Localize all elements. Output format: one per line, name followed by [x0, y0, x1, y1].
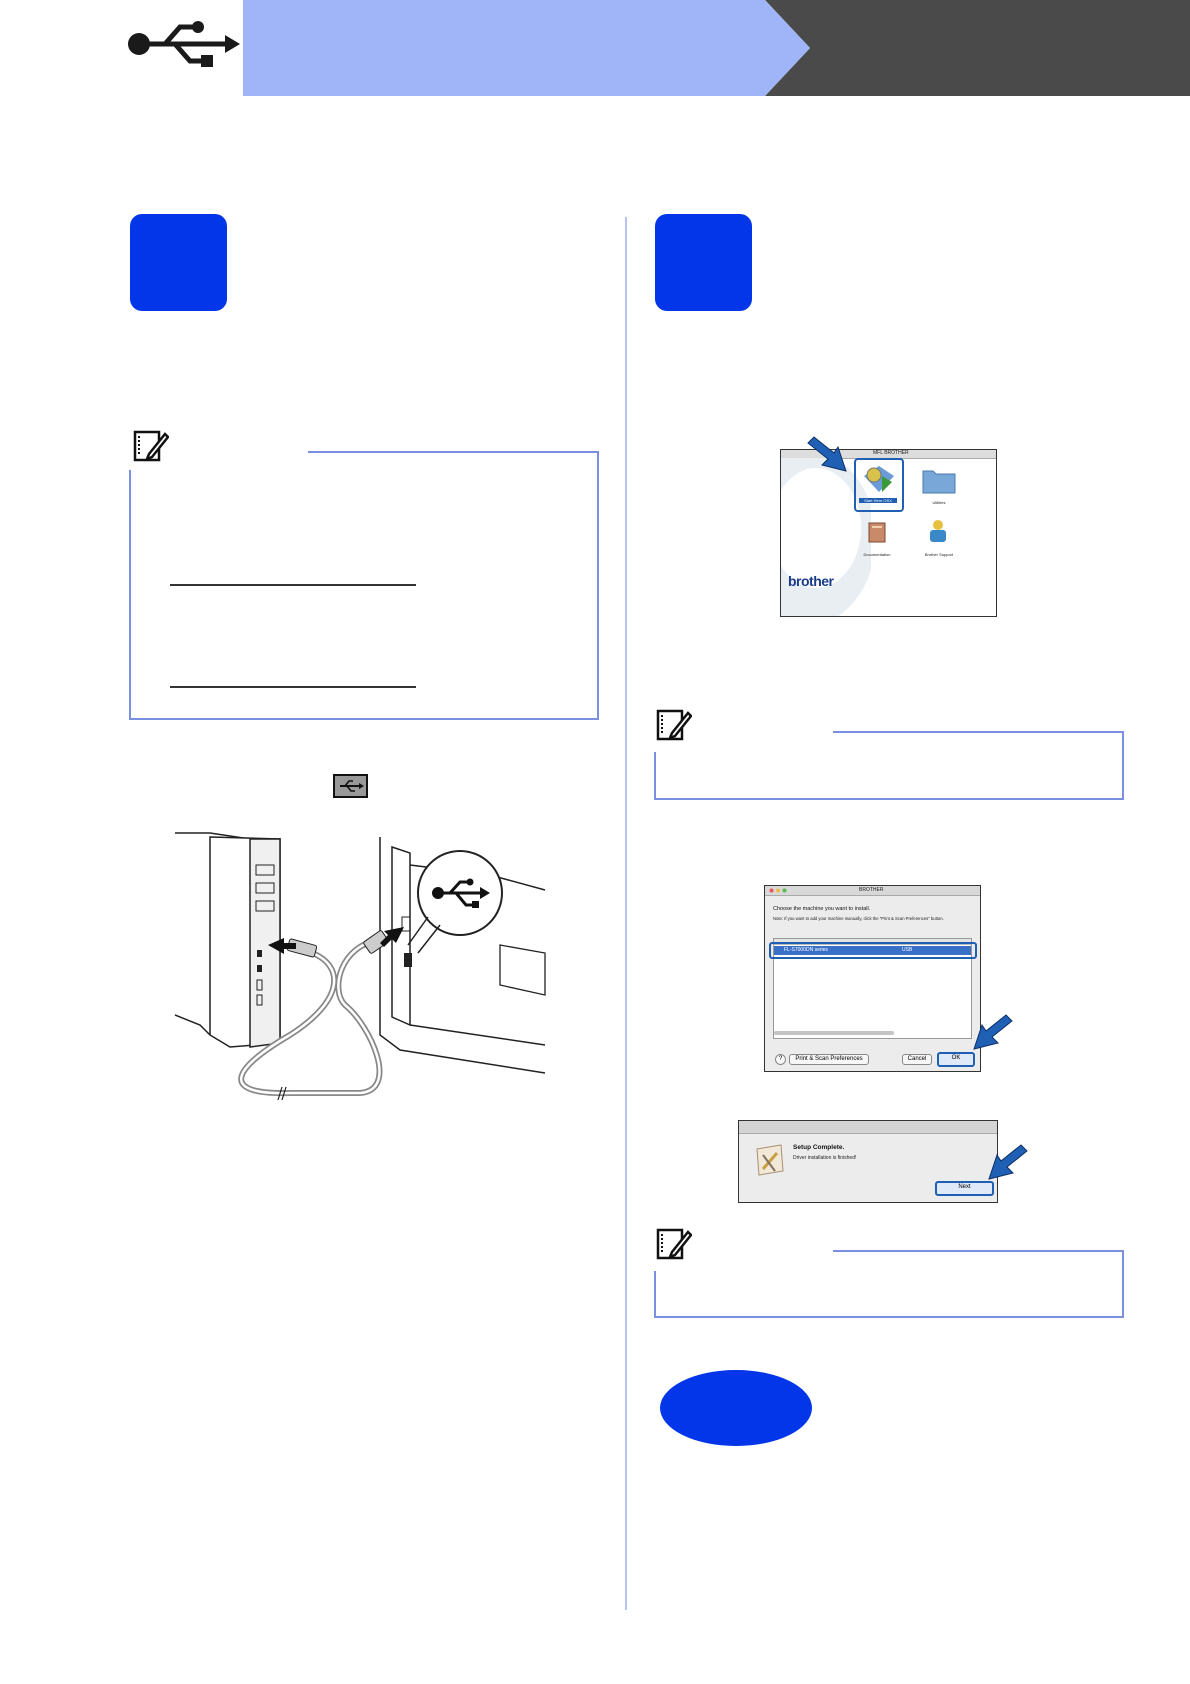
dialog-title: BROTHER [859, 887, 884, 893]
traffic-lights [769, 888, 787, 893]
usb-cable-illustration [174, 832, 546, 1101]
help-button[interactable]: ? [775, 1054, 786, 1065]
dialog-note: Note: If you want to add your machine ma… [773, 916, 944, 921]
ok-button[interactable]: OK [937, 1052, 975, 1067]
installer-gear-icon [864, 466, 894, 492]
brother-support-icon [930, 520, 946, 542]
utilities-label: Utilities [932, 500, 946, 505]
traffic-lights [785, 452, 803, 465]
brother-support-label: Brother Support [924, 552, 954, 557]
arrow-next [988, 1144, 1028, 1180]
note-underline-1 [170, 584, 416, 586]
note-box-left-right-edge [597, 451, 599, 471]
usb-port-icon [333, 774, 368, 798]
list-scrollbar[interactable] [774, 1031, 894, 1035]
machine-row-selected[interactable]: FL-S7000DN series USB [774, 946, 971, 955]
note-pencil-icon [656, 1228, 692, 1260]
cancel-button[interactable]: Cancel [902, 1054, 932, 1065]
note-box-left [129, 470, 599, 720]
dialog-heading: Choose the machine you want to install. [773, 906, 871, 912]
machine-row-name: FL-S7000DN series [784, 947, 828, 953]
machine-row-highlight [769, 942, 977, 959]
select-machine-dialog: BROTHER Choose the machine you want to i… [764, 885, 981, 1072]
step-box-left [130, 214, 227, 311]
header-blue-segment [243, 0, 810, 96]
usb-icon [128, 21, 240, 67]
dialog-titlebar: BROTHER [765, 886, 980, 896]
documentation-icon [868, 522, 886, 543]
note-box-left-top [308, 451, 599, 453]
note-pencil-icon [133, 430, 169, 462]
note-box-right2-top [833, 1250, 1124, 1252]
setup-complete-dialog: Setup Complete. Driver installation is f… [738, 1120, 998, 1203]
note-box-right1-right-edge [1122, 731, 1124, 753]
note-pencil-icon [656, 709, 692, 741]
column-divider [625, 217, 627, 1610]
cd-background-swirl [781, 458, 871, 616]
note-box-right1 [654, 752, 1124, 800]
setup-titlebar [739, 1121, 997, 1134]
setup-message: Driver installation is finished! [793, 1155, 857, 1161]
note-underline-2 [170, 686, 416, 688]
print-scan-preferences-button[interactable]: Print & Scan Preferences [789, 1054, 869, 1065]
arrow-start-here [807, 436, 847, 472]
mac-cd-title: MFL BROTHER [873, 450, 909, 456]
note-box-right1-top [833, 731, 1124, 733]
start-here-item[interactable]: Start Here OSX [854, 458, 904, 512]
note-box-right2 [654, 1271, 1124, 1318]
brother-logo: brother [788, 573, 834, 589]
next-button[interactable]: Next [935, 1181, 994, 1196]
utilities-folder-icon [922, 470, 956, 494]
finish-badge [660, 1370, 812, 1446]
mac-cd-window: MFL BROTHER Start Here OSX Utilities Doc… [780, 449, 997, 617]
header-band [0, 0, 1190, 96]
setup-title: Setup Complete. [793, 1144, 845, 1151]
machine-row-type: USB [902, 947, 913, 953]
arrow-ok [973, 1014, 1013, 1050]
header-dark-segment [765, 0, 1190, 96]
step-box-right [655, 214, 752, 311]
documentation-label: Documentation [863, 552, 891, 557]
installer-icon [756, 1144, 784, 1176]
start-here-label: Start Here OSX [859, 498, 897, 503]
note-box-right2-right-edge [1122, 1250, 1124, 1272]
